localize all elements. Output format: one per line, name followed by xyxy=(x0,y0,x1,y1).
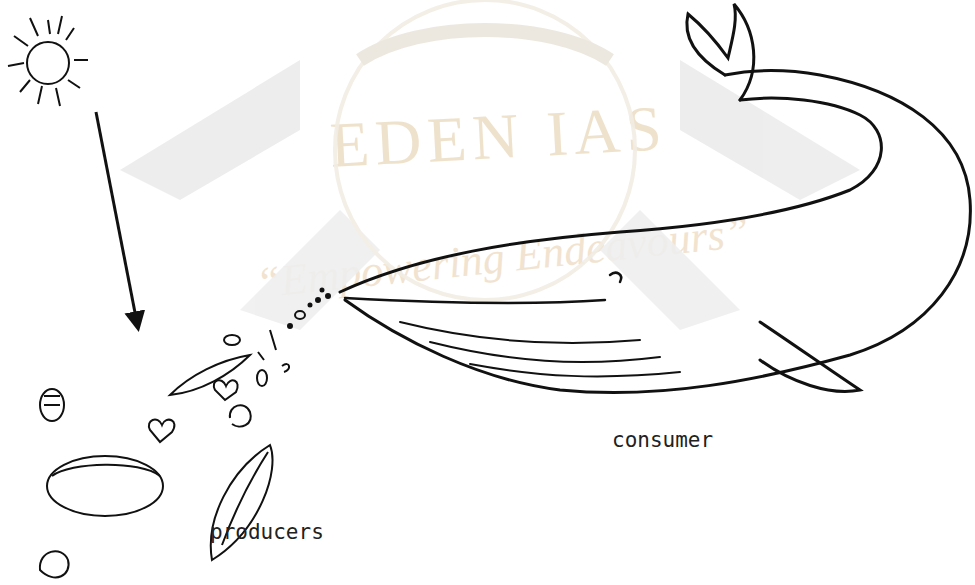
producers-label: producers xyxy=(210,520,324,544)
sun xyxy=(8,16,88,106)
blue-whale xyxy=(340,4,970,393)
consumer-label: consumer xyxy=(612,428,713,452)
phytoplankton xyxy=(40,289,330,578)
sunlight-arrow xyxy=(96,112,138,328)
watermark-text: EDEN IAS xyxy=(328,91,669,183)
watermark-emblem xyxy=(120,0,860,330)
